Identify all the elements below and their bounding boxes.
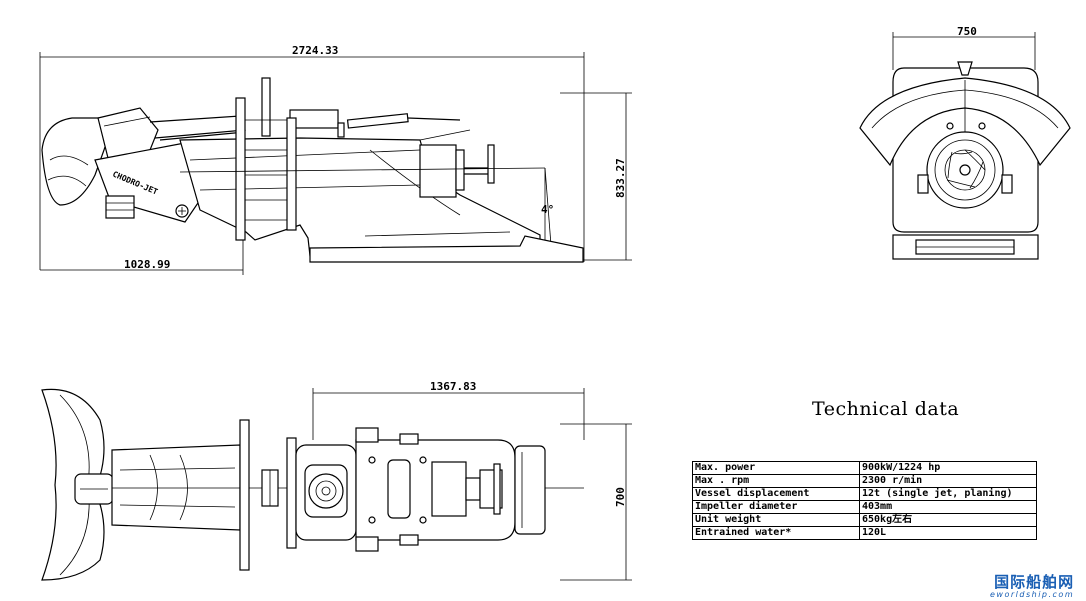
watermark-cn: 国际船舶网: [994, 573, 1075, 591]
front-view: 750: [859, 25, 1071, 260]
top-length-dim: 1367.83: [430, 380, 476, 393]
tech-label: Vessel displacement: [692, 487, 860, 501]
tech-label: Unit weight: [692, 513, 860, 527]
watermark-en: eworldship.com: [990, 590, 1075, 599]
tech-value: 120L: [859, 526, 1037, 540]
top-width-dim: 700: [614, 487, 627, 507]
side-length-dim: 2724.33: [292, 44, 338, 57]
top-view: 1367.83 700: [41, 380, 632, 581]
front-width-dim: 750: [957, 25, 977, 38]
table-row: Vessel displacement 12t (single jet, pla…: [692, 487, 1037, 501]
side-angle-dim: 4°: [541, 203, 554, 216]
tech-value: 2300 r/min: [859, 474, 1037, 488]
table-row: Max . rpm 2300 r/min: [692, 474, 1037, 488]
side-inlet-dim: 1028.99: [124, 258, 170, 271]
tech-label: Max . rpm: [692, 474, 860, 488]
side-view: 2724.33 833.27 1028.99 4° CHODRO-JET: [39, 44, 632, 275]
tech-value: 650kg左右: [859, 513, 1037, 527]
side-height-dim: 833.27: [614, 158, 627, 198]
table-row: Impeller diameter 403mm: [692, 500, 1037, 514]
table-row: Entrained water* 120L: [692, 526, 1037, 540]
table-row: Max. power 900kW/1224 hp: [692, 461, 1037, 475]
tech-value: 900kW/1224 hp: [859, 461, 1037, 475]
tech-value: 403mm: [859, 500, 1037, 514]
technical-data-table: Max. power 900kW/1224 hp Max . rpm 2300 …: [692, 461, 1037, 540]
table-row: Unit weight 650kg左右: [692, 513, 1037, 527]
tech-label: Entrained water*: [692, 526, 860, 540]
tech-label: Impeller diameter: [692, 500, 860, 514]
technical-data-title: Technical data: [812, 398, 960, 420]
watermark-logo: 国际船舶网 eworldship.com: [990, 574, 1074, 599]
tech-label: Max. power: [692, 461, 860, 475]
tech-value: 12t (single jet, planing): [859, 487, 1037, 501]
